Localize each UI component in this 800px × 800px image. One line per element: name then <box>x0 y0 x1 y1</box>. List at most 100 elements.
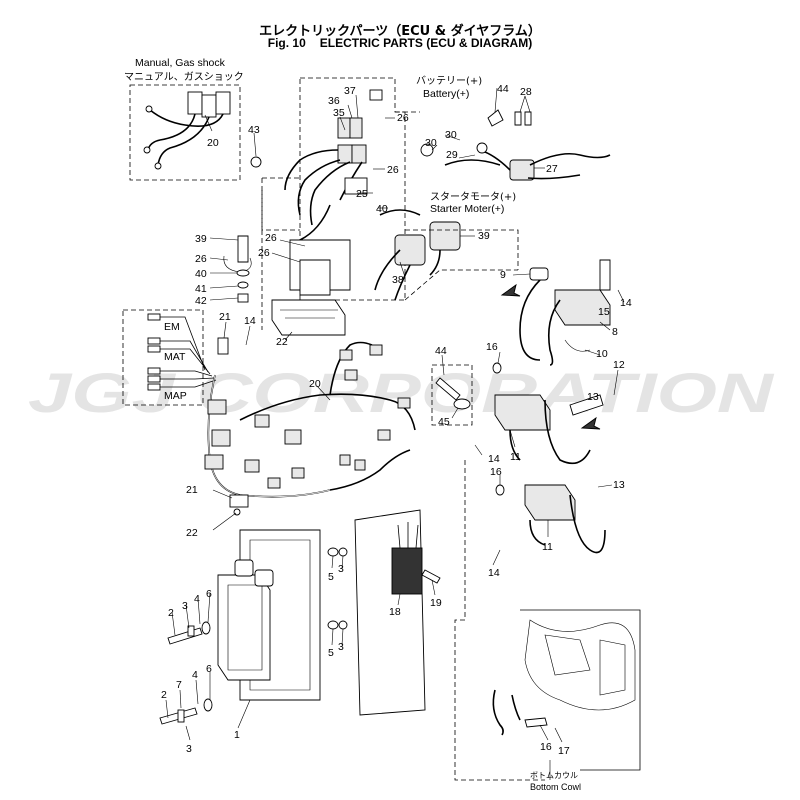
callout: 6 <box>206 588 212 600</box>
part-20-wire-harness <box>204 341 416 498</box>
callout: 8 <box>612 326 618 338</box>
arrow-icon <box>500 283 521 297</box>
guide-line <box>404 269 518 301</box>
callout: 20 <box>309 378 321 390</box>
part-27-29-battery-cables <box>420 109 611 181</box>
callout: 30 <box>445 129 457 141</box>
callout: 9 <box>500 269 506 281</box>
callout: 6 <box>206 663 212 675</box>
callout: 14 <box>488 453 500 465</box>
callout: 41 <box>195 283 207 295</box>
callout: 5 <box>328 571 334 583</box>
battery-label-en: Battery(+) <box>423 88 469 100</box>
callout: 26 <box>397 112 409 124</box>
callout: 26 <box>265 232 277 244</box>
callout: 13 <box>613 479 625 491</box>
callout: 42 <box>195 295 207 307</box>
part-33-35-relays <box>284 89 383 241</box>
part-23-bracket <box>271 239 351 336</box>
callout: 39 <box>478 230 490 242</box>
part-2-7-fasteners <box>159 547 441 725</box>
starter-label-jp: スタータモータ(+) <box>430 191 516 203</box>
callout: 45 <box>438 416 450 428</box>
callout: 14 <box>488 567 500 579</box>
sensor-connector-box <box>122 309 204 406</box>
relay-box-extension <box>261 177 300 231</box>
part-8-15-ignition-coils <box>494 259 611 554</box>
bottom-cowl-label-jp: ボトムカウル <box>530 771 578 780</box>
leader-lines <box>165 87 625 780</box>
callout-numbers: 20 35 36 37 26 26 25 40 26 26 39 38 44 2… <box>161 83 632 757</box>
callout: 2 <box>161 689 167 701</box>
callout: 44 <box>497 83 509 95</box>
callout: 26 <box>387 164 399 176</box>
callout: 16 <box>486 341 498 353</box>
callout: 13 <box>587 391 599 403</box>
guide-line <box>454 460 545 781</box>
diaphragm-box <box>431 364 473 426</box>
callout: 5 <box>328 647 334 659</box>
callout: 12 <box>613 359 625 371</box>
callout: 16 <box>540 741 552 753</box>
starter-label-en: Starter Moter(+) <box>430 203 504 215</box>
callout: 22 <box>276 336 288 348</box>
callout: 40 <box>376 203 388 215</box>
callout: 11 <box>542 541 553 553</box>
sensor-label-mat: MAT <box>164 351 186 363</box>
callout: 30 <box>425 137 437 149</box>
callout: 16 <box>490 466 502 478</box>
callout: 27 <box>546 163 558 175</box>
callout: 11 <box>510 451 521 463</box>
callout: 28 <box>520 86 532 98</box>
callout: 39 <box>195 233 207 245</box>
callout: 1 <box>234 729 240 741</box>
callout: 21 <box>186 484 198 496</box>
callout: 43 <box>248 124 260 136</box>
part-21-22-fuse-holder <box>217 337 249 516</box>
callout: 22 <box>186 527 198 539</box>
callout: 3 <box>182 600 188 612</box>
callout: 3 <box>338 563 344 575</box>
callout: 15 <box>598 306 610 318</box>
callout: 18 <box>389 606 401 618</box>
diagram-title-en-text: ELECTRIC PARTS (ECU & DIAGRAM) <box>319 36 533 50</box>
callout: 2 <box>168 607 174 619</box>
bottom-cowl-label-en: Bottom Cowl <box>530 782 581 792</box>
callout: 44 <box>435 345 447 357</box>
callout: 4 <box>194 593 200 605</box>
sensor-label-map: MAP <box>164 390 187 402</box>
diagram-title-en: Fig. 10 ELECTRIC PARTS (ECU & DIAGRAM) <box>0 36 800 50</box>
bottom-cowl-detail <box>492 609 641 771</box>
part-1-ecu <box>217 529 321 701</box>
part-36-37-starter-relay <box>374 209 461 301</box>
callout: 14 <box>244 315 256 327</box>
callout: 38 <box>392 274 404 286</box>
callout: 40 <box>195 268 207 280</box>
sensor-connectors <box>147 313 217 391</box>
part-18-rectifier-plate <box>354 509 426 716</box>
callout: 7 <box>176 679 182 691</box>
part-44-45-diaphragm <box>435 377 471 410</box>
part-39-42-fasteners <box>223 156 262 303</box>
callout: 10 <box>596 348 608 360</box>
callout: 19 <box>430 597 442 609</box>
inset-caption-en: Manual, Gas shock <box>135 57 226 69</box>
callout: 14 <box>620 297 632 309</box>
inset-box <box>129 84 241 181</box>
callout: 37 <box>344 85 356 97</box>
battery-label-jp: バッテリー(+) <box>416 75 482 87</box>
callout: 21 <box>219 311 231 323</box>
watermark-text: JGJ CORPORATION <box>28 361 775 424</box>
callout: 25 <box>356 188 368 200</box>
part-32-relay-harness <box>143 91 231 170</box>
callout: 36 <box>328 95 340 107</box>
callout: 20 <box>207 137 219 149</box>
callout: 4 <box>192 669 198 681</box>
callout: 35 <box>333 107 345 119</box>
callout: 17 <box>558 745 570 757</box>
sensor-label-em: EM <box>164 321 180 333</box>
arrow-icon <box>580 416 601 430</box>
callout: 26 <box>195 253 207 265</box>
figure-number: Fig. 10 <box>267 36 306 50</box>
